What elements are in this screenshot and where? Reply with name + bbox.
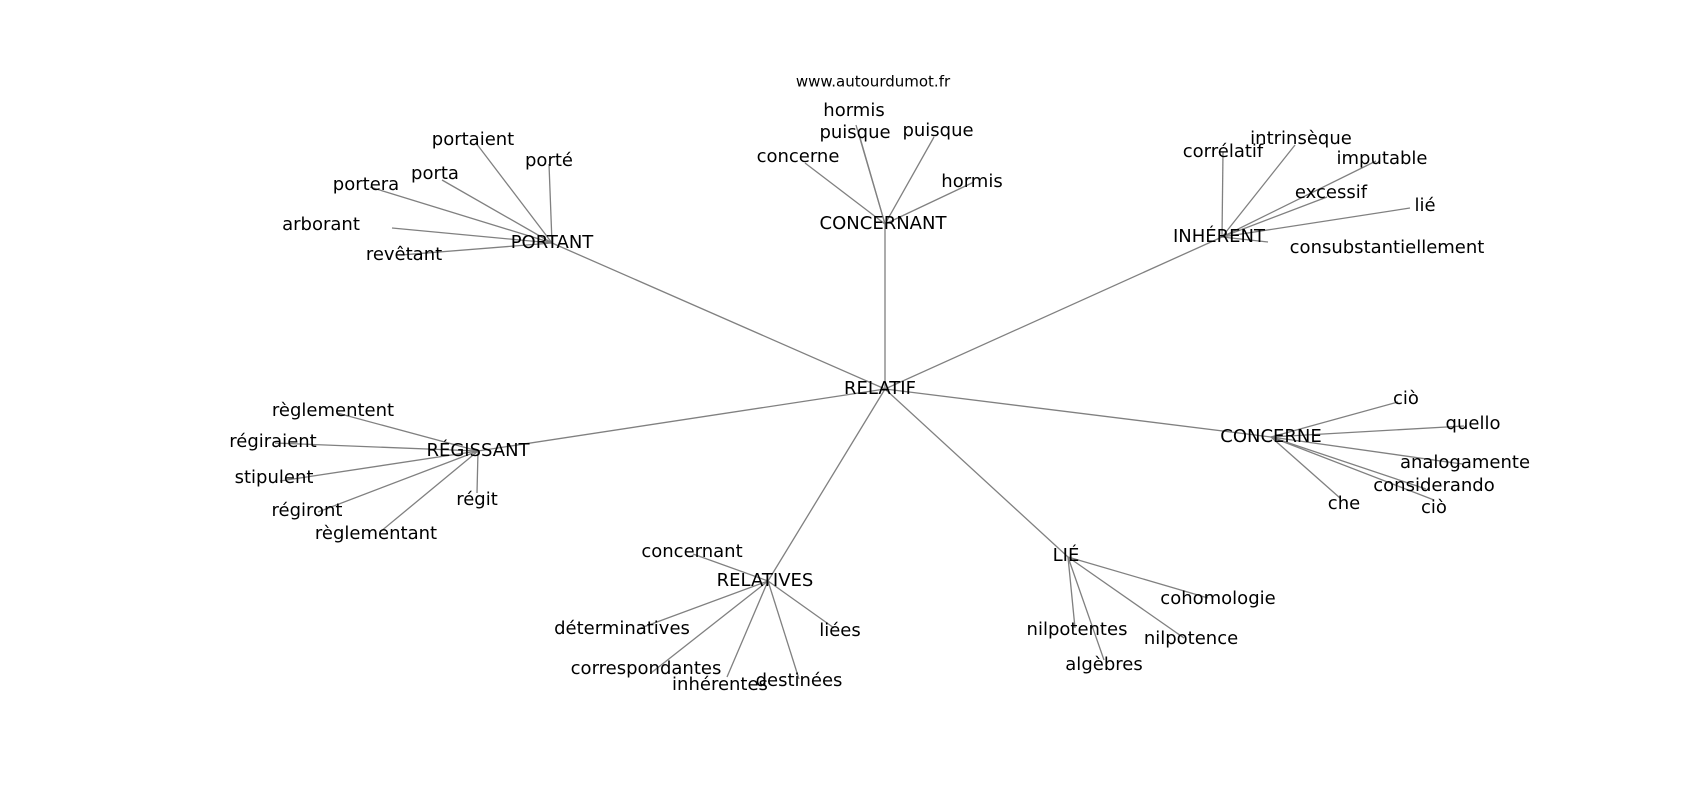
edge-hub-to-word (391, 227, 553, 244)
word-node-label[interactable]: concernant (641, 541, 742, 562)
edge-hub-to-word (884, 136, 935, 225)
word-node-label[interactable]: ciò (1421, 497, 1447, 518)
hub-node-label[interactable]: CONCERNANT (820, 213, 948, 234)
edge-hub-to-word (884, 181, 975, 225)
word-node-label[interactable]: cohomologie (1160, 588, 1275, 609)
edge-hub-to-word (317, 450, 479, 513)
word-node-label[interactable]: régit (456, 489, 498, 510)
edge-hub-to-word (1221, 160, 1377, 238)
word-node-label[interactable]: liées (819, 620, 861, 641)
word-node-label[interactable]: correspondantes (571, 658, 722, 679)
word-node-label[interactable]: hormis (941, 171, 1002, 192)
word-node-label[interactable]: lié (1414, 195, 1435, 216)
word-node-label[interactable]: quello (1446, 413, 1501, 434)
word-node-label[interactable]: portaient (432, 129, 514, 150)
edge-hub-to-word (692, 553, 769, 582)
edge-hub-to-word (274, 442, 479, 452)
edge-hub-to-word (1270, 436, 1463, 465)
word-node-label[interactable]: déterminatives (554, 618, 690, 639)
word-node-label[interactable]: portera (333, 174, 399, 195)
hub-node-label[interactable]: RELATIVES (717, 570, 814, 591)
word-node-label[interactable]: consubstantiellement (1290, 237, 1485, 258)
word-node-label[interactable]: puisque (819, 122, 890, 143)
edge-center-to-hub (551, 242, 886, 390)
edge-center-to-hub (884, 388, 1069, 558)
edge-hub-to-word (650, 580, 769, 674)
graph-edges (274, 124, 1465, 680)
edge-hub-to-word (1221, 144, 1296, 238)
word-node-label[interactable]: algèbres (1065, 654, 1142, 675)
edge-hub-to-word (858, 133, 886, 225)
edge-hub-to-word (1270, 401, 1399, 438)
word-node-label[interactable]: concerne (757, 146, 840, 167)
word-node-label[interactable]: destinées (756, 670, 843, 691)
edge-hub-to-word (1067, 556, 1105, 661)
edge-hub-to-word (369, 186, 553, 244)
edge-hub-to-word (1270, 425, 1465, 438)
word-node-label[interactable]: régiront (272, 500, 343, 521)
hub-node-label[interactable]: PORTANT (511, 232, 595, 253)
edge-center-to-hub (477, 388, 886, 452)
edge-hub-to-word (548, 163, 553, 244)
edge-hub-to-word (1067, 556, 1185, 639)
edge-hub-to-word (1221, 207, 1411, 238)
edge-hub-to-word (1067, 556, 1209, 599)
edge-hub-to-word (1221, 236, 1269, 243)
edge-hub-to-word (1221, 196, 1328, 238)
edge-hub-to-word (379, 450, 479, 533)
word-node-label[interactable]: revêtant (366, 244, 442, 265)
edge-hub-to-word (476, 450, 479, 494)
source-watermark: www.autourdumot.fr (796, 73, 951, 91)
word-node-label[interactable]: imputable (1337, 148, 1428, 169)
edge-hub-to-word (637, 580, 769, 630)
edge-hub-to-word (475, 142, 553, 244)
word-node-label[interactable]: puisque (902, 120, 973, 141)
word-node-label[interactable]: analogamente (1400, 452, 1530, 473)
word-node-label[interactable]: hormis (823, 100, 884, 121)
word-node-label[interactable]: nilpotence (1144, 628, 1238, 649)
edge-hub-to-word (336, 412, 479, 452)
edge-hub-to-word (1270, 436, 1435, 501)
edge-hub-to-word (1270, 436, 1341, 499)
edge-hub-to-word (441, 179, 553, 244)
word-node-label[interactable]: che (1328, 493, 1360, 514)
center-node-label[interactable]: RELATIF (844, 378, 916, 399)
edge-hub-to-word (1221, 151, 1224, 238)
edge-center-to-hub (884, 388, 1272, 438)
word-node-label[interactable]: excessif (1295, 182, 1368, 203)
word-node-label[interactable]: règlementant (315, 523, 437, 544)
word-node-label[interactable]: arborant (282, 214, 360, 235)
word-node-label[interactable]: stipulent (235, 467, 314, 488)
edge-hub-to-word (400, 242, 553, 256)
word-node-label[interactable]: ciò (1393, 388, 1419, 409)
edge-hub-to-word (804, 162, 886, 225)
edge-hub-to-word (767, 580, 800, 680)
word-node-label[interactable]: corrélatif (1183, 141, 1264, 162)
hub-node-label[interactable]: INHÉRENT (1173, 225, 1266, 247)
edge-hub-to-word (726, 580, 769, 678)
edge-hub-to-word (279, 450, 479, 482)
word-node-label[interactable]: nilpotentes (1027, 619, 1128, 640)
edge-hub-to-word (767, 580, 835, 629)
word-node-label[interactable]: inhérentes (672, 674, 768, 695)
word-node-label[interactable]: intrinsèque (1250, 128, 1352, 149)
word-node-label[interactable]: considerando (1373, 475, 1494, 496)
edge-center-to-hub (767, 388, 886, 582)
word-node-label[interactable]: règlementent (272, 400, 394, 421)
hub-node-label[interactable]: LIÉ (1053, 544, 1080, 566)
edge-hub-to-word (1270, 436, 1427, 490)
hub-node-label[interactable]: CONCERNE (1220, 426, 1322, 447)
edge-center-to-hub (884, 236, 1223, 390)
graph-labels: www.autourdumot.fr RELATIF PORTANT portaie… (229, 73, 1530, 696)
word-node-label[interactable]: porta (411, 163, 459, 184)
hub-node-label[interactable]: RÉGISSANT (426, 439, 530, 461)
word-node-label[interactable]: régiraient (229, 431, 316, 452)
word-node-label[interactable]: porté (525, 150, 573, 171)
edge-hub-to-word (1067, 556, 1076, 629)
